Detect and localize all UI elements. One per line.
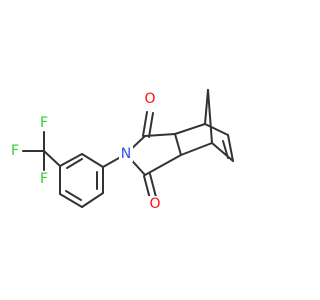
fluorine-left-label-bg [8, 143, 22, 159]
bond-aryl-inner-bottom [65, 190, 82, 201]
bond-cf3-aryl [43, 150, 61, 167]
bond-carbonyl-bottom-ring [144, 154, 182, 176]
fluorine-top-label: F [40, 115, 48, 131]
structure-canvas: O O N F F F [8, 89, 234, 212]
oxygen-bottom-label: O [149, 196, 160, 212]
bond-fusion-bottom-bridgehead-bottom [180, 142, 213, 156]
bond-carbonyl-top-o-b [148, 112, 154, 138]
bond-bridgehead-bottom-alkene-bottom [211, 142, 234, 162]
bond-alkene-double-inner [222, 140, 229, 159]
bond-aryl-c1-c2 [59, 153, 83, 167]
bond-layer [22, 89, 234, 208]
atom-label-layer: O O N F F F [11, 91, 161, 212]
label-background-layer [8, 91, 162, 212]
oxygen-top-label: O [144, 91, 155, 107]
bond-aryl-c5-c6 [59, 193, 83, 208]
bond-aryl-inner-top [66, 158, 83, 169]
fluorine-left-label: F [11, 143, 19, 159]
bond-fusion-top-bridgehead-top [174, 123, 206, 135]
nitrogen-label: N [121, 146, 131, 162]
oxygen-bottom-label-bg [148, 196, 162, 212]
bond-aryl-c4-c5 [81, 192, 104, 208]
bond-carbonyl-bottom-o-b [149, 173, 157, 198]
bond-carbonyl-bottom-o-a [143, 175, 151, 200]
bond-bridgehead-bottom-methylene [207, 89, 213, 144]
bond-alkene-single [227, 134, 234, 162]
fluorine-top-label-bg [37, 115, 51, 131]
bond-bridgehead-top-alkene-top [204, 123, 229, 136]
bond-aryl-c2-c3 [81, 153, 104, 168]
molecule-structure-diagram: O O N F F F [8, 89, 234, 212]
bond-carbonyl-top-o-a [142, 111, 148, 137]
oxygen-top-label-bg [143, 91, 157, 107]
fluorine-bottom-label: F [40, 171, 48, 187]
bond-ring-fusion [174, 133, 182, 156]
nitrogen-label-bg [119, 146, 133, 162]
fluorine-bottom-label-bg [37, 171, 51, 187]
